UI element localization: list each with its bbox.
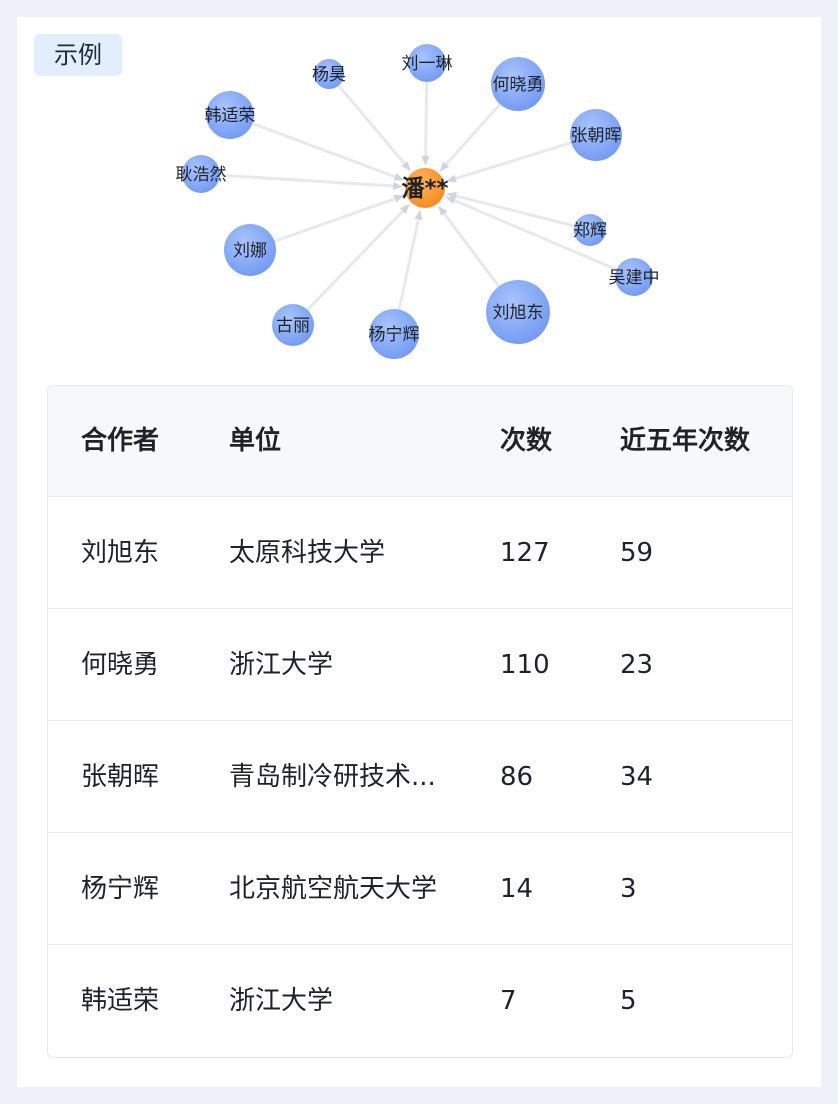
graph-edge-arrow [399, 203, 410, 214]
graph-edge-arrow [445, 196, 457, 205]
header-count: 次数 [500, 426, 553, 456]
graph-center-node[interactable] [405, 168, 445, 208]
institution-name: 北京航空航天大学 [229, 874, 438, 904]
graph-node[interactable] [369, 309, 419, 359]
table-header-row: 合作者 单位 次数 近五年次数 [48, 386, 792, 497]
table-row[interactable]: 韩适荣 浙江大学 7 5 [48, 946, 792, 1057]
collaborator-table: 合作者 单位 次数 近五年次数 刘旭东 太原科技大学 127 59 何晓勇 浙江… [47, 385, 793, 1058]
graph-node-label: 韩适荣 [205, 106, 256, 126]
graph-node-label: 何晓勇 [493, 75, 544, 95]
recent-count: 23 [620, 650, 654, 680]
graph-node-label: 古丽 [276, 316, 310, 336]
graph-node-label: 刘一琳 [402, 54, 453, 74]
count: 14 [500, 874, 534, 904]
graph-node[interactable] [224, 224, 276, 276]
recent-count: 34 [620, 762, 654, 792]
collaborator-name: 韩适荣 [81, 986, 160, 1016]
graph-node[interactable] [574, 214, 606, 246]
graph-edge-arrow [393, 173, 405, 181]
graph-node-label: 杨宁辉 [369, 325, 420, 345]
collaborator-name: 杨宁辉 [81, 874, 160, 904]
graph-node-label: 吴建中 [609, 268, 660, 288]
example-badge: 示例 [34, 34, 122, 76]
graph-edge [455, 194, 591, 232]
recent-count: 5 [620, 986, 637, 1016]
graph-node[interactable] [408, 44, 446, 82]
graph-node[interactable] [570, 109, 622, 161]
count: 110 [500, 650, 550, 680]
graph-node[interactable] [615, 258, 653, 296]
graph-node-label: 张朝晖 [571, 126, 622, 146]
graph-node[interactable] [272, 304, 314, 346]
graph-edge-arrow [446, 174, 457, 183]
graph-node-label: 郑辉 [573, 221, 607, 241]
graph-edge-arrow [414, 209, 423, 221]
graph-node[interactable] [206, 91, 254, 139]
graph-edge [200, 172, 394, 188]
graph-edge [327, 73, 406, 165]
table-row[interactable]: 杨宁辉 北京航空航天大学 14 3 [48, 834, 792, 945]
graph-node[interactable] [182, 155, 220, 193]
graph-edge [291, 210, 404, 327]
header-collaborator: 合作者 [81, 426, 160, 456]
table-row[interactable]: 何晓勇 浙江大学 110 23 [48, 610, 792, 721]
graph-node-label: 杨昊 [312, 65, 346, 85]
graph-node[interactable] [314, 59, 344, 89]
recent-count: 3 [620, 874, 637, 904]
graph-edge-arrow [438, 205, 448, 216]
collaborator-name: 张朝晖 [81, 762, 160, 792]
institution-name: 太原科技大学 [229, 538, 386, 568]
institution-name: 青岛制冷研技术... [229, 762, 436, 792]
graph-node[interactable] [486, 280, 550, 344]
recent-count: 59 [620, 538, 654, 568]
header-recent-count: 近五年次数 [620, 426, 751, 456]
graph-edge-arrow [393, 194, 405, 203]
graph-edge-arrow [401, 160, 411, 172]
count: 7 [500, 986, 517, 1016]
institution-name: 浙江大学 [229, 986, 334, 1016]
graph-edge [453, 199, 635, 279]
page-frame: 示例 杨昊刘一琳何晓勇韩适荣张朝晖耿浩然郑辉刘娜吴建中古丽杨宁辉刘旭东潘** 合… [17, 17, 821, 1087]
collaborator-name: 刘旭东 [81, 538, 160, 568]
table-row[interactable]: 刘旭东 太原科技大学 127 59 [48, 498, 792, 609]
graph-edge-arrow [439, 161, 450, 172]
graph-edge [229, 113, 396, 179]
graph-center-label: 潘** [401, 175, 448, 202]
count: 127 [500, 538, 550, 568]
graph-node-label: 耿浩然 [176, 165, 227, 185]
table-row[interactable]: 张朝晖 青岛制冷研技术... 86 34 [48, 722, 792, 833]
graph-edge-arrow [392, 182, 404, 190]
header-institution: 单位 [229, 426, 282, 456]
graph-node[interactable] [491, 57, 545, 111]
graph-node-label: 刘旭东 [493, 303, 544, 323]
collaborator-name: 何晓勇 [81, 650, 160, 680]
count: 86 [500, 762, 534, 792]
graph-node-label: 刘娜 [233, 241, 267, 261]
institution-name: 浙江大学 [229, 650, 334, 680]
graph-edge-arrow [421, 155, 430, 167]
